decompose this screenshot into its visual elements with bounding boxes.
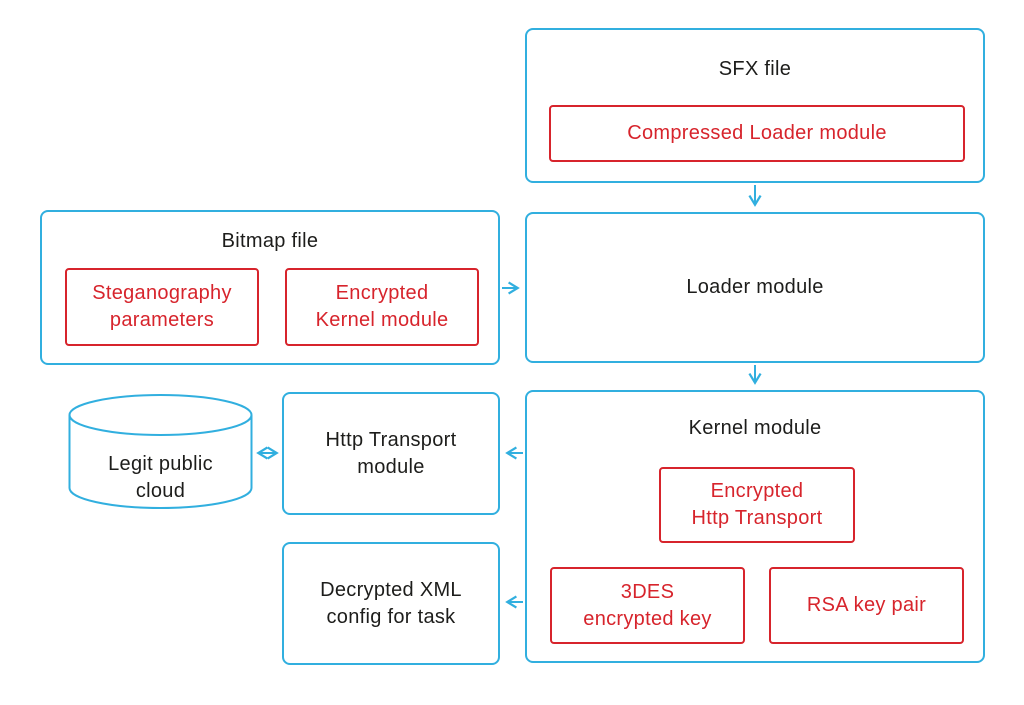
http-transport-module-title: Http Transport module [325,428,457,478]
legit-public-cloud-label: Legit public cloud [108,453,213,502]
sfx-file-title: SFX file [718,58,792,80]
kernel-module-title: Kernel module [688,417,822,439]
node-bitmap-file: Bitmap file Steganography parameters Enc… [40,210,500,365]
node-kernel-module: Kernel module Encrypted Http Transport 3… [525,390,985,663]
3des-encrypted-key-box: 3DES encrypted key [550,567,745,644]
compressed-loader-module-box: Compressed Loader module [549,105,965,162]
encrypted-http-transport-box: Encrypted Http Transport [659,467,855,543]
node-sfx-file: SFX file Compressed Loader module [525,28,985,183]
bitmap-file-title: Bitmap file [221,230,319,252]
node-decrypted-xml-config: Decrypted XML config for task [282,542,500,665]
encrypted-kernel-module-box: Encrypted Kernel module [285,268,479,346]
rsa-key-pair-box: RSA key pair [769,567,964,644]
cylinder-top [68,394,253,436]
node-http-transport-module: Http Transport module [282,392,500,515]
decrypted-xml-config-title: Decrypted XML config for task [320,578,462,628]
steganography-parameters-box: Steganography parameters [65,268,259,346]
node-loader-module: Loader module [525,212,985,363]
loader-module-title: Loader module [686,276,824,298]
